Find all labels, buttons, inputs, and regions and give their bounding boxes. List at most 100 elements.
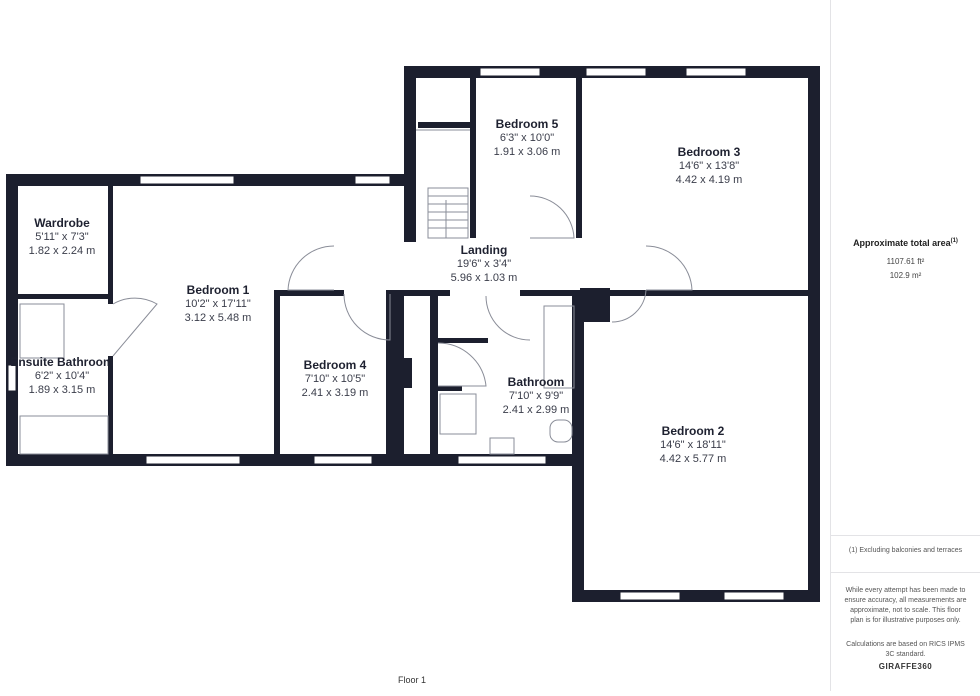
wall	[108, 184, 113, 294]
room-ensuite-bathroom: Ensuite Bathroom 6'2" x 10'4" 1.89 x 3.1…	[10, 355, 113, 397]
room-name: Wardrobe	[34, 216, 90, 230]
divider	[831, 535, 980, 536]
door	[611, 289, 647, 323]
info-sidebar: Approximate total area(1) 1107.61 ft² 10…	[830, 0, 980, 691]
wall	[470, 76, 476, 238]
area-imperial: 1107.61 ft²	[886, 257, 925, 266]
room-name: Bedroom 4	[303, 358, 367, 372]
room-wardrobe: Wardrobe 5'11" x 7'3" 1.82 x 2.24 m	[29, 216, 96, 258]
room-dim-imperial: 19'6" x 3'4"	[456, 258, 512, 270]
sink	[489, 437, 515, 455]
wall	[438, 386, 462, 391]
room-dim-metric: 4.42 x 5.77 m	[659, 453, 727, 465]
room-bedroom-4: Bedroom 4 7'10" x 10'5" 2.41 x 3.19 m	[302, 358, 369, 400]
room-name: Landing	[460, 243, 508, 257]
shower-tray	[439, 393, 477, 435]
area-title-footnote-ref: (1)	[950, 238, 958, 244]
room-bedroom-5: Bedroom 5 6'3" x 10'0" 1.91 x 3.06 m	[494, 117, 561, 159]
room-dim-imperial: 14'6" x 18'11"	[660, 439, 726, 451]
area-title: Approximate total area(1)	[831, 238, 980, 248]
wall	[576, 76, 582, 238]
wall	[386, 358, 412, 388]
window	[585, 67, 647, 77]
calculation-note: Calculations are based on RICS IPMS 3C s…	[846, 641, 965, 658]
wall	[580, 288, 610, 322]
stair-outline	[427, 187, 469, 239]
room-name: Ensuite Bathroom	[10, 355, 114, 369]
window	[145, 455, 241, 465]
room-dim-imperial: 6'2" x 10'4"	[34, 370, 90, 382]
door-swings	[112, 195, 693, 387]
room-dim-metric: 1.89 x 3.15 m	[28, 384, 96, 396]
wall	[390, 290, 450, 296]
room-landing: Landing 19'6" x 3'4" 5.96 x 1.03 m	[451, 243, 518, 285]
wall	[108, 294, 113, 304]
area-title-text: Approximate total area	[853, 238, 951, 248]
wall	[572, 292, 584, 602]
stairs	[427, 187, 469, 239]
room-dim-metric: 1.82 x 2.24 m	[28, 245, 96, 257]
area-metric: 102.9 m²	[889, 271, 922, 280]
divider	[831, 572, 980, 573]
door	[529, 195, 575, 239]
room-dim-imperial: 14'6" x 13'8"	[678, 160, 740, 172]
window	[685, 67, 747, 77]
room-dim-imperial: 7'10" x 9'9"	[508, 390, 564, 402]
footnote: (1) Excluding balconies and terraces	[848, 547, 963, 554]
wall	[520, 290, 580, 296]
window	[7, 364, 17, 392]
room-name: Bedroom 2	[661, 424, 725, 438]
window	[139, 175, 235, 185]
room-dim-imperial: 5'11" x 7'3"	[35, 231, 89, 243]
door	[112, 297, 158, 357]
room-bedroom-3: Bedroom 3 14'6" x 13'8" 4.42 x 4.19 m	[676, 145, 743, 187]
room-bedroom-1: Bedroom 1 10'2" x 17'11" 3.12 x 5.48 m	[185, 283, 252, 325]
disclaimer: While every attempt has been made to ens…	[844, 587, 967, 624]
room-dim-imperial: 6'3" x 10'0"	[499, 132, 555, 144]
floor-label: Floor 1	[398, 675, 427, 685]
wall	[582, 290, 812, 296]
wall	[438, 338, 488, 343]
wall	[808, 66, 820, 602]
room-name: Bedroom 1	[186, 283, 250, 297]
wall	[274, 290, 280, 456]
room-dim-metric: 4.42 x 4.19 m	[675, 174, 743, 186]
floor-plan-drawing	[6, 66, 820, 602]
window	[457, 455, 547, 465]
room-dim-metric: 3.12 x 5.48 m	[184, 312, 252, 324]
door	[287, 245, 335, 291]
room-dim-metric: 2.41 x 3.19 m	[301, 387, 369, 399]
shower-tray	[19, 303, 65, 359]
brand-logo: GIRAFFE360	[878, 662, 933, 671]
window	[479, 67, 541, 77]
room-dim-metric: 2.41 x 2.99 m	[502, 404, 570, 416]
toilet	[549, 419, 573, 443]
room-dim-metric: 5.96 x 1.03 m	[450, 272, 518, 284]
bath	[543, 305, 575, 389]
wall	[280, 290, 344, 296]
window	[354, 175, 391, 185]
window	[313, 455, 373, 465]
wall	[6, 174, 18, 466]
fixtures	[19, 129, 575, 455]
room-name: Bedroom 5	[495, 117, 559, 131]
door	[343, 293, 391, 341]
wall	[16, 294, 113, 299]
room-dim-imperial: 10'2" x 17'11"	[185, 298, 251, 310]
wall	[418, 122, 470, 128]
room-name: Bedroom 3	[677, 145, 741, 159]
room-dim-metric: 1.91 x 3.06 m	[493, 146, 561, 158]
bath	[19, 415, 109, 455]
door	[437, 342, 487, 387]
floor-plan: Wardrobe 5'11" x 7'3" 1.82 x 2.24 m Bedr…	[6, 66, 820, 685]
room-bathroom: Bathroom 7'10" x 9'9" 2.41 x 2.99 m	[503, 375, 570, 417]
window	[723, 591, 785, 601]
room-dim-imperial: 7'10" x 10'5"	[304, 373, 366, 385]
door	[645, 245, 693, 291]
wall	[430, 290, 438, 456]
door	[485, 295, 531, 341]
windows	[7, 67, 785, 601]
room-bedroom-2: Bedroom 2 14'6" x 18'11" 4.42 x 5.77 m	[660, 424, 727, 466]
wall	[404, 66, 416, 242]
window	[619, 591, 681, 601]
